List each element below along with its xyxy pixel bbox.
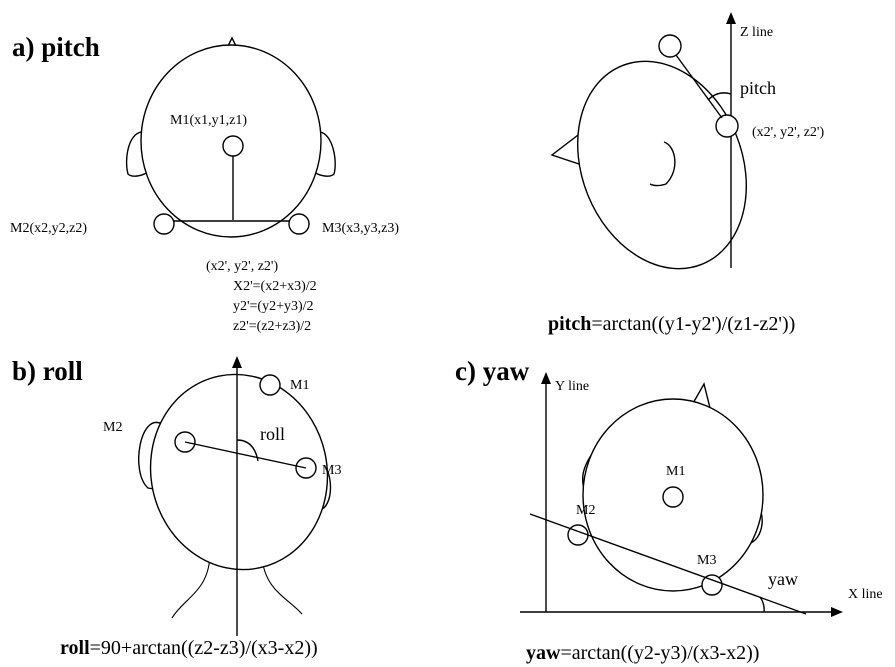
roll-m1-label: M1 [290, 378, 309, 393]
pitch-m1-label: M1(x1,y1,z1) [170, 113, 247, 128]
yaw-m2-label: M2 [576, 503, 595, 518]
roll-view: b) roll M1 M2 M3 roll roll=90+arctan((z2… [12, 356, 341, 659]
pitch-side-point-label: (x2', y2', z2') [752, 125, 824, 140]
pitch-equation: pitch=arctan((y1-y2')/(z1-z2')) [548, 313, 795, 335]
roll-marker-m1 [259, 374, 281, 396]
yaw-marker-m2 [567, 524, 589, 546]
pitch-midpoint-label: (x2', y2', z2') [206, 259, 278, 274]
yaw-m1-label: M1 [666, 464, 685, 479]
pitch-side-angle-label: pitch [740, 78, 776, 98]
pitch-side-angle-arc [707, 92, 732, 101]
pitch-marker-m1 [222, 135, 244, 157]
roll-header: b) roll [12, 356, 83, 386]
pitch-m2-label: M2(x2,y2,z2) [10, 221, 87, 236]
pitch-z-axis-label: Z line [740, 25, 773, 40]
yaw-view: c) yaw Y line X line M1 M2 M3 yaw yaw=ar… [455, 356, 883, 664]
pitch-z-axis-arrow [726, 12, 736, 24]
yaw-equation-name: yaw [526, 642, 561, 664]
yaw-x-axis-arrow [831, 607, 843, 617]
pitch-side-marker-m1 [658, 34, 682, 58]
yaw-m3-label: M3 [697, 553, 716, 568]
yaw-y-axis-arrow [541, 372, 551, 384]
pitch-side-ear [649, 141, 676, 187]
pitch-side-marker-mid [715, 114, 739, 138]
yaw-equation-formula: =arctan((y2-y3)/(x3-x2)) [560, 642, 759, 664]
roll-angle-arc [236, 439, 259, 462]
pitch-side-angle-line [675, 54, 723, 119]
roll-m2-m3-line [184, 441, 307, 469]
pitch-m3-label: M3(x3,y3,z3) [322, 221, 399, 236]
roll-m3-label: M3 [322, 463, 341, 478]
pitch-front-view: a) pitch M1(x1,y1,z1) M2(x2,y2,z2) M3(x3… [10, 32, 399, 334]
roll-equation-formula: =90+arctan((z2-z3)/(x3-x2)) [90, 637, 318, 659]
pitch-marker-m2 [153, 213, 175, 235]
pitch-equation-formula: =arctan((y1-y2')/(z1-z2')) [591, 313, 795, 335]
yaw-equation: yaw=arctan((y2-y3)/(x3-x2)) [526, 642, 759, 664]
yaw-angle-arc [759, 596, 765, 613]
pitch-formula-z: z2'=(z2+z3)/2 [233, 319, 311, 334]
roll-m2-label: M2 [103, 420, 122, 435]
yaw-y-axis-label: Y line [555, 379, 589, 394]
pitch-header: a) pitch [12, 32, 100, 62]
yaw-marker-m3 [701, 574, 723, 596]
roll-equation-name: roll [60, 637, 90, 659]
pitch-formula-y: y2'=(y2+y3)/2 [233, 299, 314, 314]
roll-vertical-axis-arrow [232, 356, 242, 368]
yaw-header: c) yaw [455, 356, 530, 386]
roll-equation: roll=90+arctan((z2-z3)/(x3-x2)) [60, 637, 318, 659]
yaw-marker-m1 [662, 486, 684, 508]
yaw-angle-label: yaw [768, 569, 798, 589]
roll-angle-label: roll [260, 424, 285, 444]
yaw-x-axis-label: X line [848, 587, 883, 602]
pitch-formula-x: X2'=(x2+x3)/2 [233, 279, 317, 294]
roll-head-outline [149, 373, 329, 571]
roll-neck-left [171, 555, 211, 619]
pitch-side-head-outline [576, 60, 748, 270]
pitch-equation-name: pitch [548, 313, 591, 335]
pitch-side-view: Z line pitch (x2', y2', z2') pitch=arcta… [548, 12, 824, 335]
pitch-marker-m3 [288, 213, 310, 235]
